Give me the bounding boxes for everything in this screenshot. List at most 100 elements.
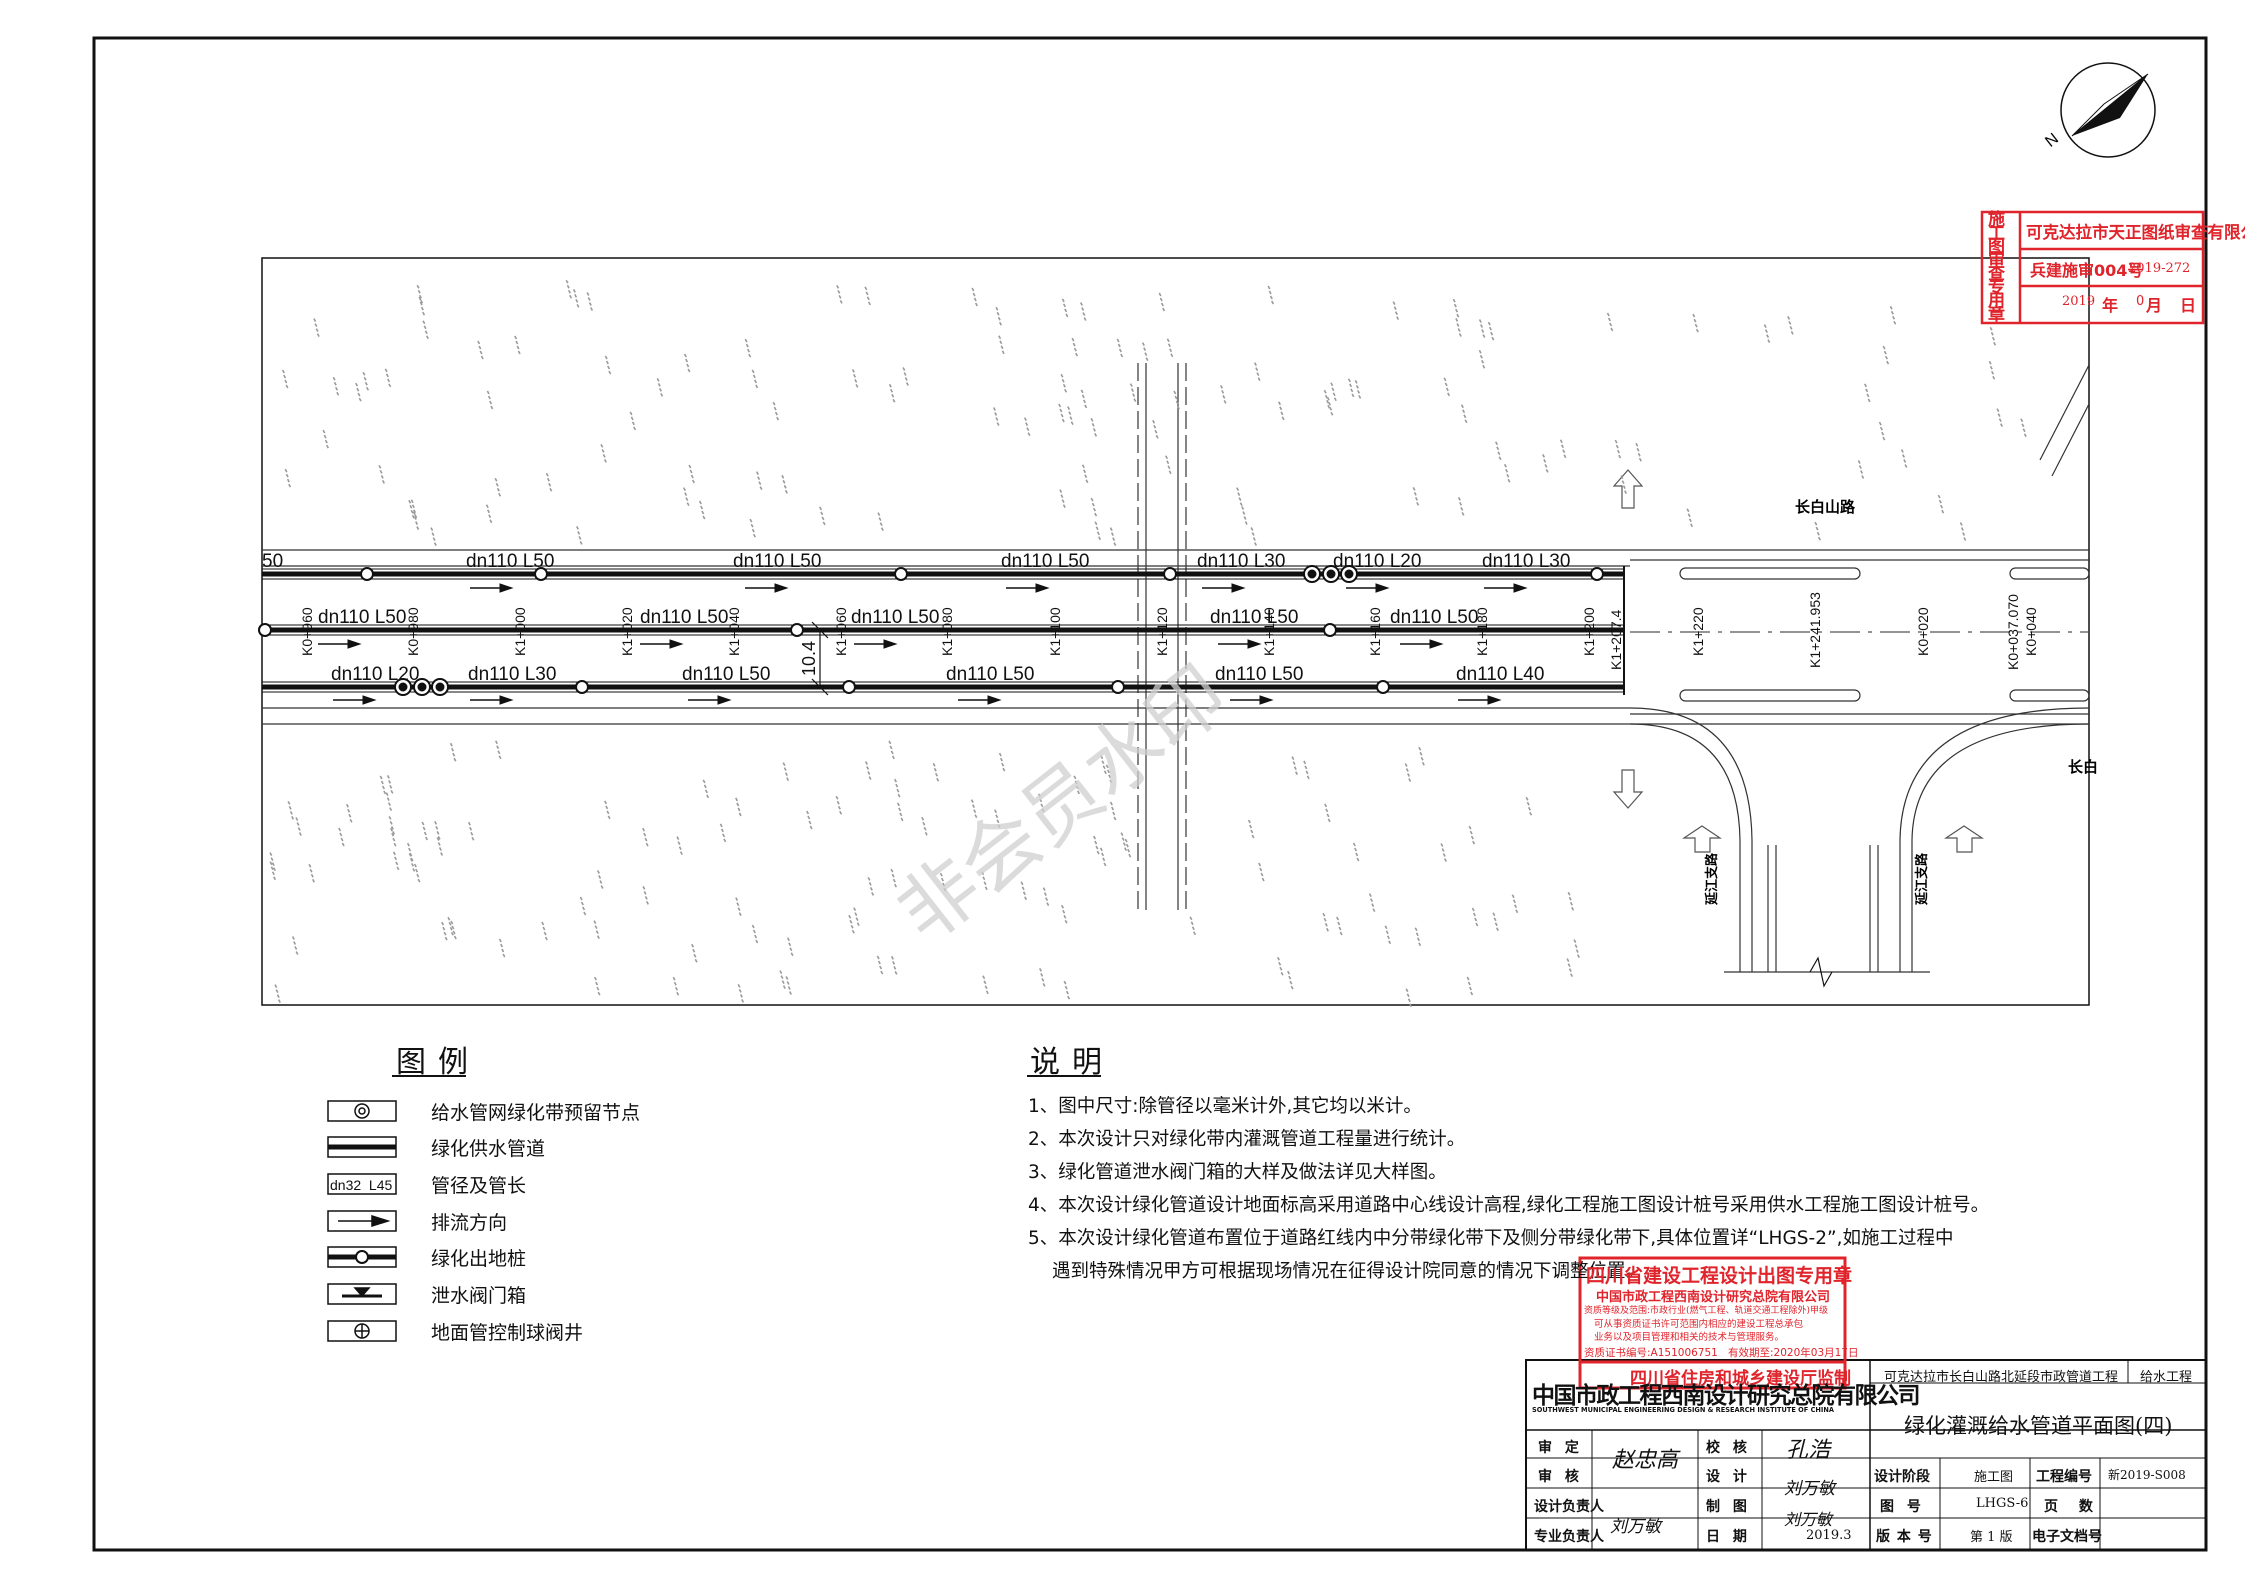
hatch-mark <box>1455 318 1459 322</box>
hatch-mark <box>432 537 436 542</box>
hatch-mark <box>417 289 421 294</box>
hatch-mark <box>788 942 792 947</box>
hatch-mark <box>1414 927 1418 932</box>
hatch-mark <box>1404 763 1408 767</box>
hatch-mark <box>1460 507 1464 511</box>
hatch-mark <box>285 384 289 389</box>
review-stamp-date-year: 2019 <box>2062 294 2096 309</box>
watermark: 非会员水印 <box>881 649 1244 960</box>
hatch-mark <box>755 384 759 389</box>
role-approve: 审 定 <box>1538 1440 1583 1456</box>
hatch-mark <box>1371 903 1375 907</box>
hatch-mark <box>1103 862 1107 867</box>
hatch-mark <box>607 365 611 370</box>
legend-symbol-text: dn32 L45 <box>330 1177 392 1193</box>
hatch-mark <box>1993 341 1997 346</box>
hatch-mark <box>1618 454 1622 459</box>
hatch-mark <box>546 477 550 482</box>
hatch-mark <box>1512 899 1516 904</box>
hatch-mark <box>1162 307 1166 312</box>
hatch-mark <box>420 299 424 304</box>
hatch-mark <box>736 802 740 807</box>
hatch-mark <box>1498 456 1502 461</box>
hatch-mark <box>750 523 754 528</box>
hatch-mark <box>1440 843 1444 847</box>
hatch-mark <box>575 298 579 303</box>
hatch-mark <box>324 439 328 444</box>
hatch-mark <box>322 429 326 434</box>
hatch-mark <box>1568 968 1572 972</box>
edition-value: 第 1 版 <box>1970 1530 2013 1545</box>
hatch-mark <box>548 482 552 487</box>
hatch-mark <box>1081 464 1085 469</box>
hatch-mark <box>1043 892 1047 896</box>
hatch-mark <box>1024 896 1028 901</box>
hatch-mark <box>971 287 975 292</box>
hatch-mark <box>444 936 448 941</box>
hatch-mark <box>773 406 777 411</box>
hatch-mark <box>1941 509 1945 514</box>
hatch-mark <box>1118 348 1122 353</box>
hatch-mark <box>1064 308 1068 313</box>
hatch-mark <box>1061 378 1065 383</box>
design-stamp-company: 中国市政工程西南设计研究总院有限公司 <box>1596 1290 1831 1305</box>
hatch-mark <box>392 837 396 842</box>
pipe-label: dn110 L50 <box>1390 607 1478 628</box>
hatch-mark <box>1506 473 1510 478</box>
hatch-mark <box>1487 321 1491 326</box>
hatch-mark <box>1614 439 1618 444</box>
hatch-mark <box>311 878 315 883</box>
hatch-mark <box>316 333 320 337</box>
hatch-mark <box>1160 302 1164 307</box>
hatch-mark <box>970 799 974 804</box>
hatch-mark <box>448 921 452 926</box>
hatch-mark <box>423 831 427 836</box>
hatch-mark <box>1062 303 1066 308</box>
hatch-mark <box>580 901 584 906</box>
hatch-mark <box>434 821 438 825</box>
legend-label-flow-direction: 排流方向 <box>431 1212 508 1234</box>
hatch-mark <box>1159 297 1163 302</box>
hatch-mark <box>388 780 392 784</box>
hatch-mark <box>1991 370 1995 375</box>
hatch-mark <box>1096 850 1100 855</box>
hatch-mark <box>1106 769 1110 774</box>
hatch-mark <box>1493 917 1497 922</box>
hatch-mark <box>869 886 873 891</box>
hatch-mark <box>494 477 498 482</box>
hatch-mark <box>467 821 471 826</box>
hatch-mark <box>604 355 608 360</box>
hatch-mark <box>452 930 456 935</box>
hatch-mark <box>1638 457 1642 462</box>
hatch-mark <box>273 876 277 881</box>
hatch-mark <box>1037 793 1041 798</box>
signature-approve: 赵忠高 <box>1612 1448 1679 1473</box>
hatch-mark <box>1886 360 1890 365</box>
station-label: K1+080 <box>939 607 955 656</box>
hatch-mark <box>1331 387 1335 392</box>
hatch-mark <box>897 793 901 798</box>
hatch-mark <box>1453 303 1457 308</box>
hatch-mark <box>1067 406 1071 410</box>
hatch-mark <box>1258 862 1262 867</box>
hatch-mark <box>905 382 909 386</box>
hatch-mark <box>1167 343 1171 348</box>
hatch-mark <box>783 767 787 771</box>
hatch-mark <box>1407 773 1411 777</box>
hatch-mark <box>582 906 586 911</box>
hatch-mark <box>1991 336 1995 341</box>
hatch-mark <box>1525 796 1529 801</box>
legend-title: 图例 <box>396 1045 480 1080</box>
hatch-mark <box>496 745 500 750</box>
hatch-mark <box>996 311 1000 316</box>
hatch-mark <box>1686 508 1690 513</box>
hatch-mark <box>1167 465 1171 470</box>
supply-pipes <box>262 566 1625 695</box>
outlet-stake <box>1163 567 1177 581</box>
hatch-mark <box>1072 342 1076 347</box>
hatch-mark <box>1478 319 1482 323</box>
hatch-mark <box>890 956 894 960</box>
hatch-mark <box>1637 452 1641 457</box>
hatch-mark <box>1959 522 1963 526</box>
